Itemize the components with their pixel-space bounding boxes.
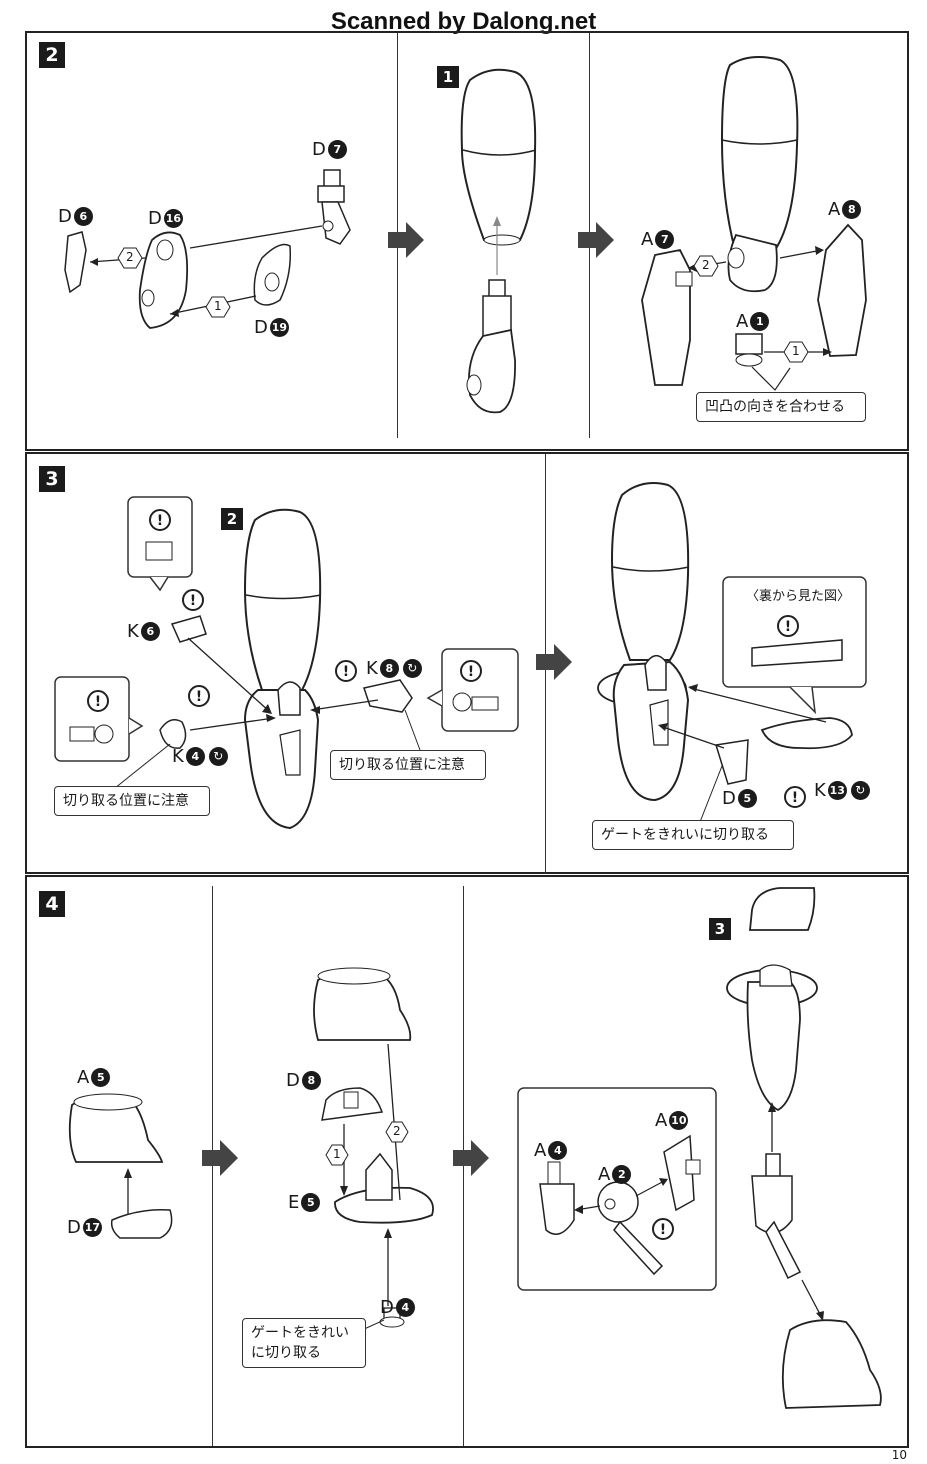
step-4-parts-drawing bbox=[68, 887, 882, 1409]
note-cut-position-left: 切り取る位置に注意 bbox=[54, 786, 210, 816]
rotate-icon: ↻ bbox=[402, 659, 422, 678]
step-3-panel bbox=[25, 452, 909, 874]
sub-step-2-badge: 2 bbox=[221, 508, 243, 530]
step-4-panel bbox=[25, 875, 909, 1448]
caution-icon: ! bbox=[335, 660, 357, 682]
step-2-panel bbox=[25, 31, 909, 451]
note-clean-gate: ゲートをきれいに切り取る bbox=[592, 820, 794, 850]
caution-icon: ! bbox=[149, 509, 171, 531]
caution-icon: ! bbox=[652, 1218, 674, 1240]
caution-icon: ! bbox=[87, 690, 109, 712]
sub-step-1-badge: 1 bbox=[437, 66, 459, 88]
note-align-notches: 凹凸の向きを合わせる bbox=[696, 392, 866, 422]
order-marker: 1 bbox=[214, 299, 222, 313]
page-number: 10 bbox=[891, 1448, 907, 1462]
order-marker: 2 bbox=[702, 258, 710, 272]
rear-view-title: 〈裏から見た図〉 bbox=[746, 589, 851, 604]
order-marker: 2 bbox=[126, 250, 134, 264]
step-3-parts-drawing bbox=[54, 482, 867, 830]
order-marker: 2 bbox=[393, 1124, 401, 1138]
step-4-badge: 4 bbox=[39, 891, 65, 917]
caution-icon: ! bbox=[188, 685, 210, 707]
order-marker: 1 bbox=[792, 344, 800, 358]
note-cut-position-mid: 切り取る位置に注意 bbox=[330, 750, 486, 780]
step-2-badge: 2 bbox=[39, 42, 65, 68]
order-marker: 1 bbox=[333, 1147, 341, 1161]
sub-step-3-badge: 3 bbox=[709, 918, 731, 940]
rotate-icon: ↻ bbox=[850, 781, 870, 800]
caution-icon: ! bbox=[784, 786, 806, 808]
scanner-watermark: Scanned by Dalong.net bbox=[330, 8, 597, 35]
step-2-parts-drawing bbox=[64, 55, 867, 414]
rotate-icon: ↻ bbox=[208, 747, 228, 766]
caution-icon: ! bbox=[182, 589, 204, 611]
caution-icon: ! bbox=[460, 660, 482, 682]
caution-icon: ! bbox=[777, 615, 799, 637]
note-clean-gate-step4: ゲートをきれい に切り取る bbox=[242, 1318, 366, 1368]
step-3-badge: 3 bbox=[39, 466, 65, 492]
